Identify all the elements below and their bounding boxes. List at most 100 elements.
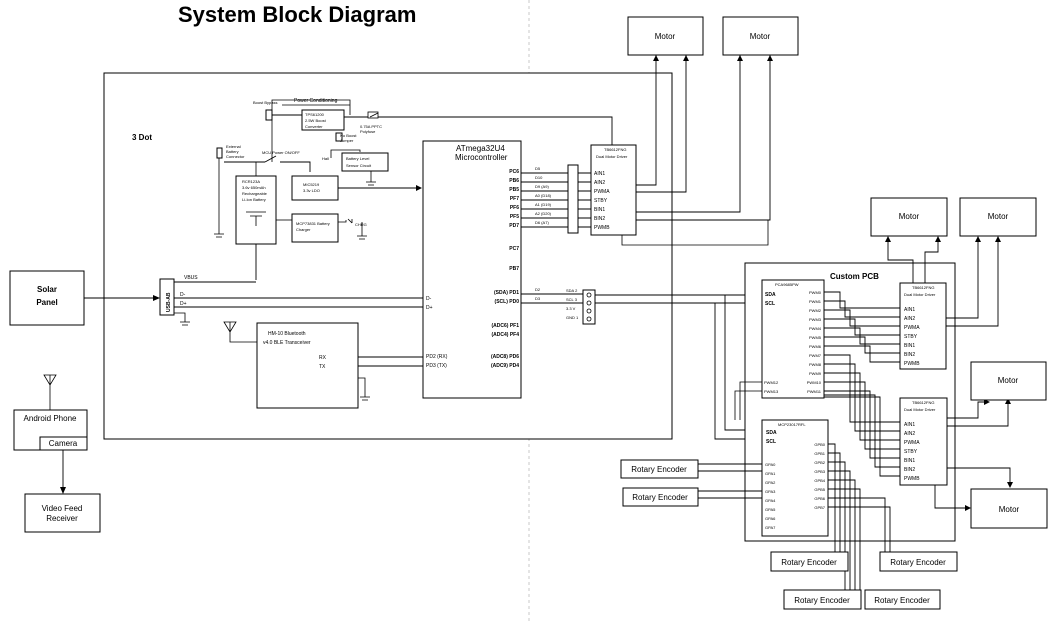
pca-to-driver2-wires — [824, 354, 900, 477]
motor-label-3: Motor — [899, 212, 920, 221]
pca-left-output-wires — [734, 381, 762, 420]
pca-pwm13: PWM13 — [764, 389, 779, 394]
driver1-ain1: AIN1 — [904, 307, 915, 313]
driver3-subtitle: Dual Motor Driver — [596, 154, 628, 159]
rotary-encoder-label-3: Rotary Encoder — [781, 558, 837, 567]
pca-pwm11: PWM11 — [807, 389, 822, 394]
android-phone-label: Android Phone — [24, 414, 77, 423]
mcu-pin-dminus: D- — [426, 296, 432, 302]
rotary-encoder-2 — [622, 487, 699, 507]
mcu-pin-tx: PD3 (TX) — [426, 363, 447, 369]
boost-converter-box — [301, 109, 345, 131]
i2c-pin-1 — [586, 292, 592, 298]
driver2-subtitle: Dual Motor Driver — [904, 407, 936, 412]
rotary-encoder-6 — [864, 589, 941, 610]
mcp-gpb2: GPB2 — [814, 460, 825, 465]
boost-bypass-jumper — [265, 109, 273, 121]
motor-label-5: Motor — [998, 376, 1019, 385]
driver2-bin2: BIN2 — [904, 467, 915, 473]
pca-sda: SDA — [765, 292, 776, 298]
solar-to-usb-arrow — [153, 295, 160, 301]
mcu-power-switch — [224, 155, 311, 172]
battery-line4: Li-Ion Battery — [242, 197, 266, 202]
pca-pwm5: PWM5 — [809, 335, 822, 340]
battery-line2: 3.6v 650mAh — [242, 185, 266, 190]
ground-symbol-left — [214, 233, 224, 238]
usb-ground — [174, 312, 190, 326]
pca-pwm-outputs: PWM0 PWM1 PWM2 PWM3 PWM4 PWM5 PWM6 PWM7 … — [807, 290, 822, 394]
pin-num-d3: D3 — [535, 296, 541, 301]
usb-connector — [159, 278, 175, 316]
external-battery-connector — [216, 147, 223, 159]
mcu-pin-pb7: PB7 — [509, 266, 519, 272]
mcp-gpa1: GPA1 — [765, 471, 776, 476]
rotary-encoder-label-6: Rotary Encoder — [874, 596, 930, 605]
motor-label-4: Motor — [988, 212, 1009, 221]
i2c-label-sda: SDA 2 — [566, 288, 578, 293]
i2c-label-gnd: GND 1 — [566, 315, 579, 320]
no-boost-jumper — [335, 132, 343, 142]
driver1-stby: STBY — [904, 334, 918, 340]
ldo-line1: MIC5219 — [303, 182, 320, 187]
mcp-gpb7: GPB7 — [814, 505, 825, 510]
phone-antenna-icon — [43, 374, 57, 410]
driver2-ain2: AIN2 — [904, 431, 915, 437]
power-conditioning-label: Power Conditioning — [294, 98, 338, 104]
bt-line1: HM-10 Bluetooth — [268, 331, 306, 337]
mcp-gpa2: GPA2 — [765, 480, 776, 485]
boost-converter-line3: Converter — [305, 124, 323, 129]
motor-box-2 — [722, 16, 799, 56]
rotary-encoder-label-5: Rotary Encoder — [794, 596, 850, 605]
motor-label-2: Motor — [750, 32, 771, 41]
chrg-wire — [338, 220, 347, 223]
boost-converter-line1: TPS61200 — [305, 112, 325, 117]
mcu-pin-pb6: PB6 — [509, 178, 519, 184]
pca-pwm6: PWM6 — [809, 344, 822, 349]
mcu-pin-pf7: PF7 — [510, 196, 519, 202]
pin-num-d2: D2 — [535, 287, 541, 292]
mcu-pin-pf1: (ADC6) PF1 — [491, 323, 519, 329]
bt-uart-wires — [358, 356, 423, 367]
driver2-title: TB6612FNG — [912, 400, 934, 405]
ldo-line2: 3.3v LDO — [303, 188, 320, 193]
polyfuse-line2: Polyfuse — [360, 129, 376, 134]
motor-driver-pcb-2 — [899, 397, 948, 486]
mcu-pin-dplus: D+ — [426, 305, 433, 311]
diagram-title: System Block Diagram — [178, 2, 416, 27]
mcu-pin-pd0: (SCL) PD0 — [495, 299, 520, 305]
pin-num-a0: A0 (D18) — [535, 193, 552, 198]
video-feed-line1: Video Feed — [42, 504, 83, 513]
pin-num-a1: A1 (D19) — [535, 202, 552, 207]
ext-battery-line1: External — [226, 144, 241, 149]
pca-pwm3: PWM3 — [809, 317, 822, 322]
board-3dot — [103, 72, 673, 440]
pca-pwm9: PWM9 — [809, 371, 822, 376]
mcu-desc: Microcontroller — [455, 153, 508, 162]
bt-pin-rx: RX — [319, 355, 327, 361]
mcp-gpa6: GPA6 — [765, 516, 776, 521]
mcu-name: ATmega32U4 — [456, 144, 505, 153]
driver1-title: TB6612FNG — [912, 285, 934, 290]
camera-to-receiver-arrow — [60, 487, 66, 494]
pca-pwm0: PWM0 — [809, 290, 822, 295]
chrg-led-icon — [347, 218, 353, 224]
driver3-bin2: BIN2 — [594, 216, 605, 222]
driver2-ain1: AIN1 — [904, 422, 915, 428]
encoder-bottom-wires — [828, 443, 891, 590]
solar-panel-line2: Panel — [36, 298, 57, 307]
solar-panel-box — [9, 270, 85, 326]
usb-wires — [174, 281, 423, 308]
ext-battery-line2: Battery — [226, 149, 239, 154]
motor-box-3 — [870, 197, 948, 237]
mcp-sda: SDA — [766, 430, 777, 436]
pca-pwm7: PWM7 — [809, 353, 822, 358]
mcp23017-name: MCP23017RFL — [778, 422, 806, 427]
charger-line2: Charger — [296, 227, 311, 232]
encoder-left-wires — [698, 463, 762, 499]
i2c-pin-4 — [586, 316, 592, 322]
bt-line2: v4.0 BLE Transceiver — [263, 340, 311, 346]
driver3-pwma: PWMA — [594, 189, 610, 195]
mcu-box — [422, 140, 522, 399]
pin-num-a2: A2 (D20) — [535, 211, 552, 216]
driver1-motor-wires — [887, 240, 999, 327]
